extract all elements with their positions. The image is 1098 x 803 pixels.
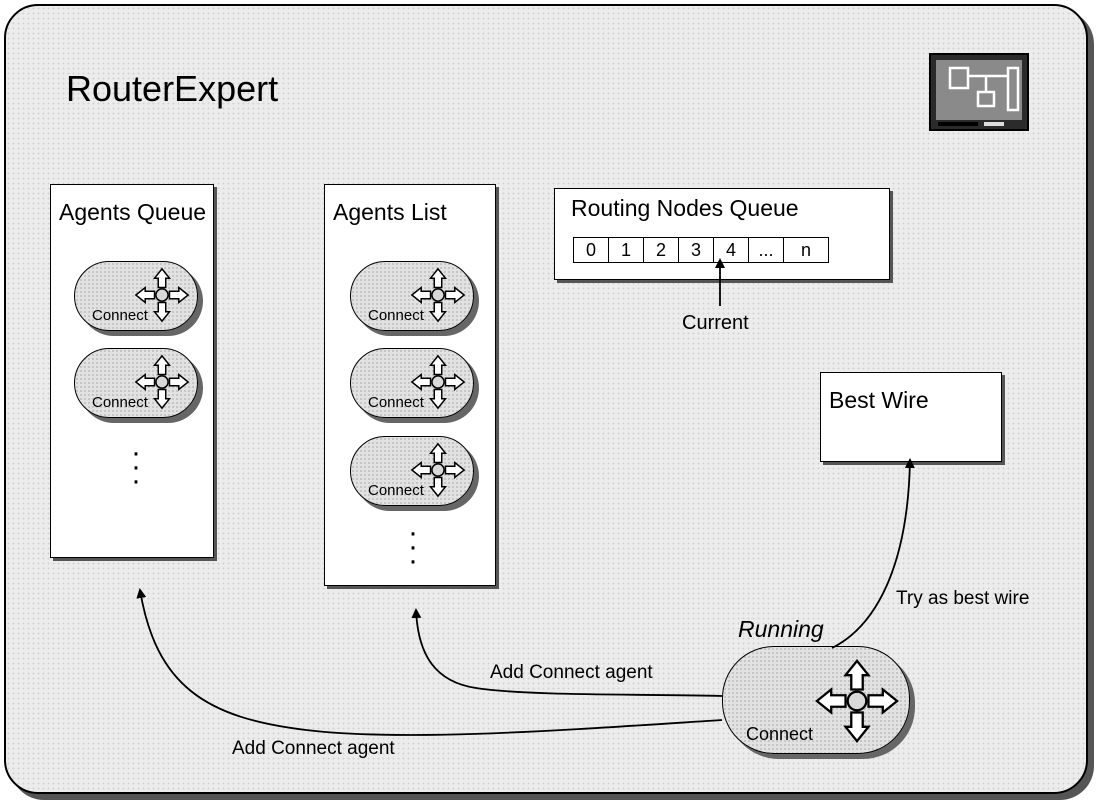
arrow-label-best-wire: Try as best wire — [896, 588, 1030, 609]
agent-label: Connect — [368, 307, 424, 324]
circuit-board-logo-icon — [929, 53, 1029, 131]
best-wire-label: Best Wire — [829, 387, 929, 413]
four-way-arrows-icon — [410, 354, 466, 410]
agent-label: Connect — [92, 394, 148, 411]
agent-label: Connect — [368, 394, 424, 411]
arrow-label-agents-queue: Add Connect agent — [232, 738, 395, 759]
queue-cell: ... — [749, 238, 784, 262]
agents-queue-item: Connect — [74, 261, 200, 335]
agents-list-item: Connect — [350, 436, 476, 510]
agent-label: Connect — [92, 307, 148, 324]
arrow-to-agents-list — [411, 608, 723, 697]
four-way-arrows-icon — [815, 659, 899, 743]
queue-cell: 3 — [679, 238, 714, 262]
queue-cell: n — [784, 238, 828, 262]
running-state-label: Running — [738, 616, 824, 642]
best-wire-box: Best Wire — [820, 372, 1002, 462]
agents-queue-label: Agents Queue — [59, 199, 207, 225]
more-items-ellipsis: ··· — [408, 516, 418, 577]
four-way-arrows-icon — [134, 267, 190, 323]
current-pointer-label: Current — [682, 312, 749, 334]
queue-cells: 0 1 2 3 4 ... n — [573, 237, 829, 263]
routing-nodes-queue-label: Routing Nodes Queue — [571, 195, 799, 221]
page-title: RouterExpert — [66, 68, 279, 109]
arrow-label-agents-list: Add Connect agent — [490, 662, 653, 683]
agents-queue-item: Connect — [74, 348, 200, 422]
queue-cell: 2 — [644, 238, 679, 262]
agent-label: Connect — [368, 482, 424, 499]
agents-list-label: Agents List — [333, 199, 447, 225]
running-connect-agent: Connect — [722, 646, 912, 758]
four-way-arrows-icon — [410, 442, 466, 498]
agents-list-item: Connect — [350, 261, 476, 335]
queue-cell: 0 — [574, 238, 609, 262]
connector-arrows — [136, 258, 915, 736]
arrow-to-best-wire — [831, 458, 915, 649]
agents-list-item: Connect — [350, 348, 476, 422]
agent-label: Connect — [746, 724, 814, 744]
queue-cell: 1 — [609, 238, 644, 262]
more-items-ellipsis: ··· — [131, 436, 141, 497]
four-way-arrows-icon — [410, 267, 466, 323]
arrow-to-agents-queue — [136, 588, 723, 736]
four-way-arrows-icon — [134, 354, 190, 410]
slide-frame: RouterExpert Agents Queue Connect — [4, 4, 1088, 794]
